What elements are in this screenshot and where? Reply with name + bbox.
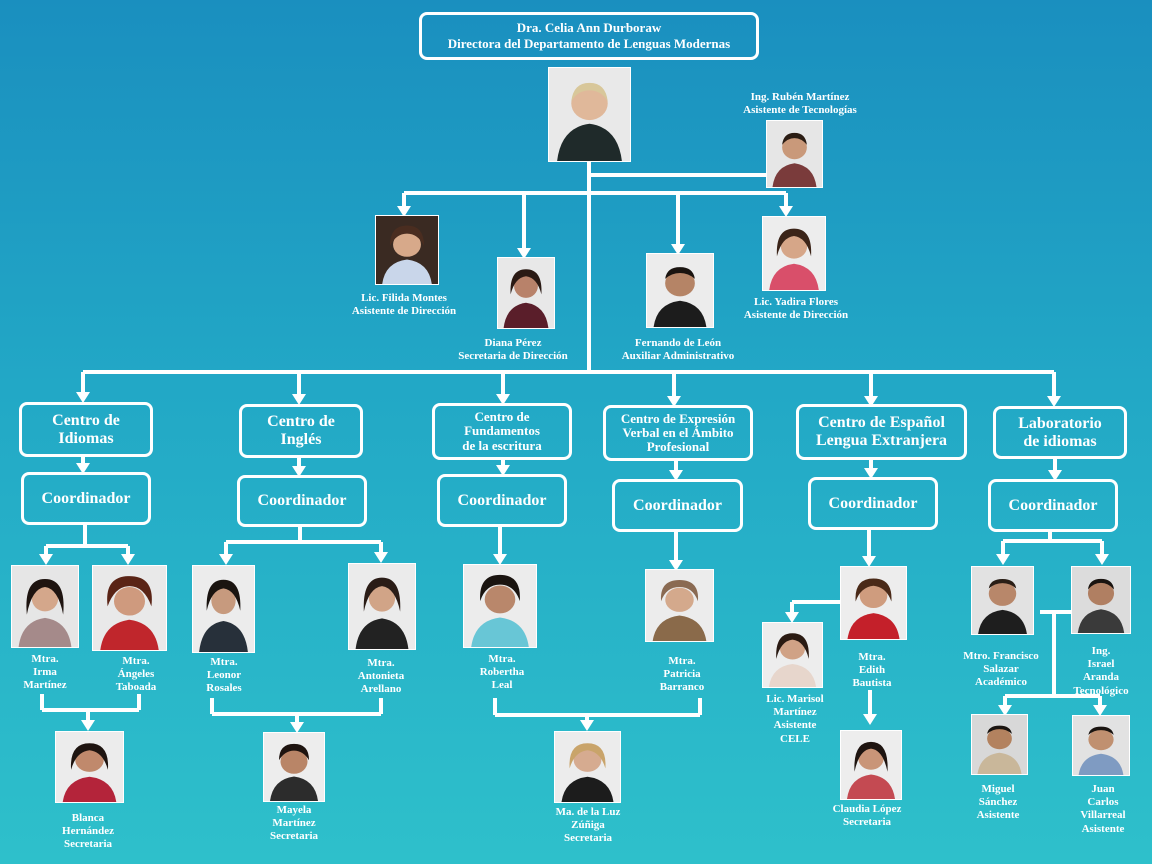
center-idiomas: Centro de Idiomas — [19, 402, 153, 457]
label-israel: Ing. Israel Aranda Tecnológico — [1073, 645, 1129, 697]
coordinator-ingles: Coordinador — [237, 475, 367, 527]
center-espanol: Centro de Español Lengua Extranjera — [796, 404, 967, 460]
label-edith: Mtra. Edith Bautista — [852, 651, 892, 690]
director-box: Dra. Celia Ann Durboraw Directora del De… — [419, 12, 759, 60]
label-irma: Mtra. Irma Martínez — [23, 653, 67, 692]
label-mayela: Mayela Martínez Secretaria — [269, 804, 319, 843]
photo-miguel — [971, 714, 1028, 775]
label-patricia: Mtra. Patricia Barranco — [659, 655, 705, 694]
photo-filida — [375, 215, 439, 285]
person-avatar-icon — [549, 68, 630, 161]
label-marisol: Lic. Marisol Martínez Asistente CELE — [766, 693, 824, 745]
label-angeles: Mtra. Ángeles Taboada — [115, 655, 157, 694]
center-laboratorio: Laboratorio de idiomas — [993, 406, 1127, 459]
person-avatar-icon — [841, 731, 901, 799]
person-avatar-icon — [555, 732, 620, 802]
photo-patricia — [645, 569, 714, 642]
person-avatar-icon — [12, 566, 78, 647]
director-title: Directora del Departamento de Lenguas Mo… — [447, 36, 731, 51]
label-robertha: Mtra. Robertha Leal — [479, 653, 525, 692]
person-avatar-icon — [1073, 716, 1129, 775]
photo-yadira — [762, 216, 826, 291]
person-avatar-icon — [464, 565, 536, 647]
label-claudia: Claudia López Secretaria — [832, 803, 902, 829]
center-expresion-verbal: Centro de Expresión Verbal en el Ámbito … — [603, 405, 753, 461]
photo-angeles — [92, 565, 167, 651]
photo-juancarlos — [1072, 715, 1130, 776]
label-leonor: Mtra. Leonor Rosales — [206, 656, 242, 695]
photo-blanca — [55, 731, 124, 803]
coordinator-espanol: Coordinador — [808, 477, 938, 530]
coordinator-expresion-verbal: Coordinador — [612, 479, 743, 532]
coordinator-idiomas: Coordinador — [21, 472, 151, 525]
photo-marisol — [762, 622, 823, 688]
center-ingles: Centro de Inglés — [239, 404, 363, 458]
photo-edith — [840, 566, 907, 640]
person-avatar-icon — [841, 567, 906, 639]
photo-israel — [1071, 566, 1131, 634]
coordinator-fundamentos: Coordinador — [437, 474, 567, 527]
person-avatar-icon — [349, 564, 415, 649]
person-avatar-icon — [193, 566, 254, 652]
person-avatar-icon — [972, 715, 1027, 774]
person-avatar-icon — [763, 217, 825, 290]
label-yadira: Lic. Yadira Flores Asistente de Direcció… — [743, 296, 849, 322]
person-avatar-icon — [763, 623, 822, 687]
photo-irma — [11, 565, 79, 648]
label-antonieta: Mtra. Antonieta Arellano — [357, 657, 405, 696]
person-avatar-icon — [647, 254, 713, 327]
coordinator-laboratorio: Coordinador — [988, 479, 1118, 532]
photo-director — [548, 67, 631, 162]
label-fernando: Fernando de León Auxiliar Administrativo — [621, 337, 735, 363]
label-francisco: Mtro. Francisco Salazar Académico — [963, 650, 1039, 689]
label-miguel: Miguel Sánchez Asistente — [976, 783, 1020, 822]
label-blanca: Blanca Hernández Secretaria — [62, 812, 114, 851]
photo-robertha — [463, 564, 537, 648]
label-diana: Diana Pérez Secretaria de Dirección — [458, 337, 568, 363]
photo-leonor — [192, 565, 255, 653]
photo-antonieta — [348, 563, 416, 650]
label-juancarlos: Juan Carlos Villarreal Asistente — [1080, 783, 1126, 835]
person-avatar-icon — [767, 121, 822, 187]
person-avatar-icon — [264, 733, 324, 801]
person-avatar-icon — [376, 216, 438, 284]
photo-mayela — [263, 732, 325, 802]
photo-fernando — [646, 253, 714, 328]
label-filida: Lic. Filida Montes Asistente de Direcció… — [351, 292, 457, 318]
label-ruben: Ing. Rubén Martínez Asistente de Tecnolo… — [743, 91, 857, 117]
person-avatar-icon — [93, 566, 166, 650]
label-luz: Ma. de la Luz Zúñiga Secretaria — [555, 806, 621, 845]
person-avatar-icon — [1072, 567, 1130, 633]
person-avatar-icon — [972, 567, 1033, 634]
director-name: Dra. Celia Ann Durboraw — [516, 20, 662, 36]
person-avatar-icon — [646, 570, 713, 641]
center-fundamentos: Centro de Fundamentos de la escritura — [432, 403, 572, 460]
photo-luz — [554, 731, 621, 803]
photo-francisco — [971, 566, 1034, 635]
photo-claudia — [840, 730, 902, 800]
person-avatar-icon — [498, 258, 554, 328]
person-avatar-icon — [56, 732, 123, 802]
photo-ruben — [766, 120, 823, 188]
photo-diana — [497, 257, 555, 329]
